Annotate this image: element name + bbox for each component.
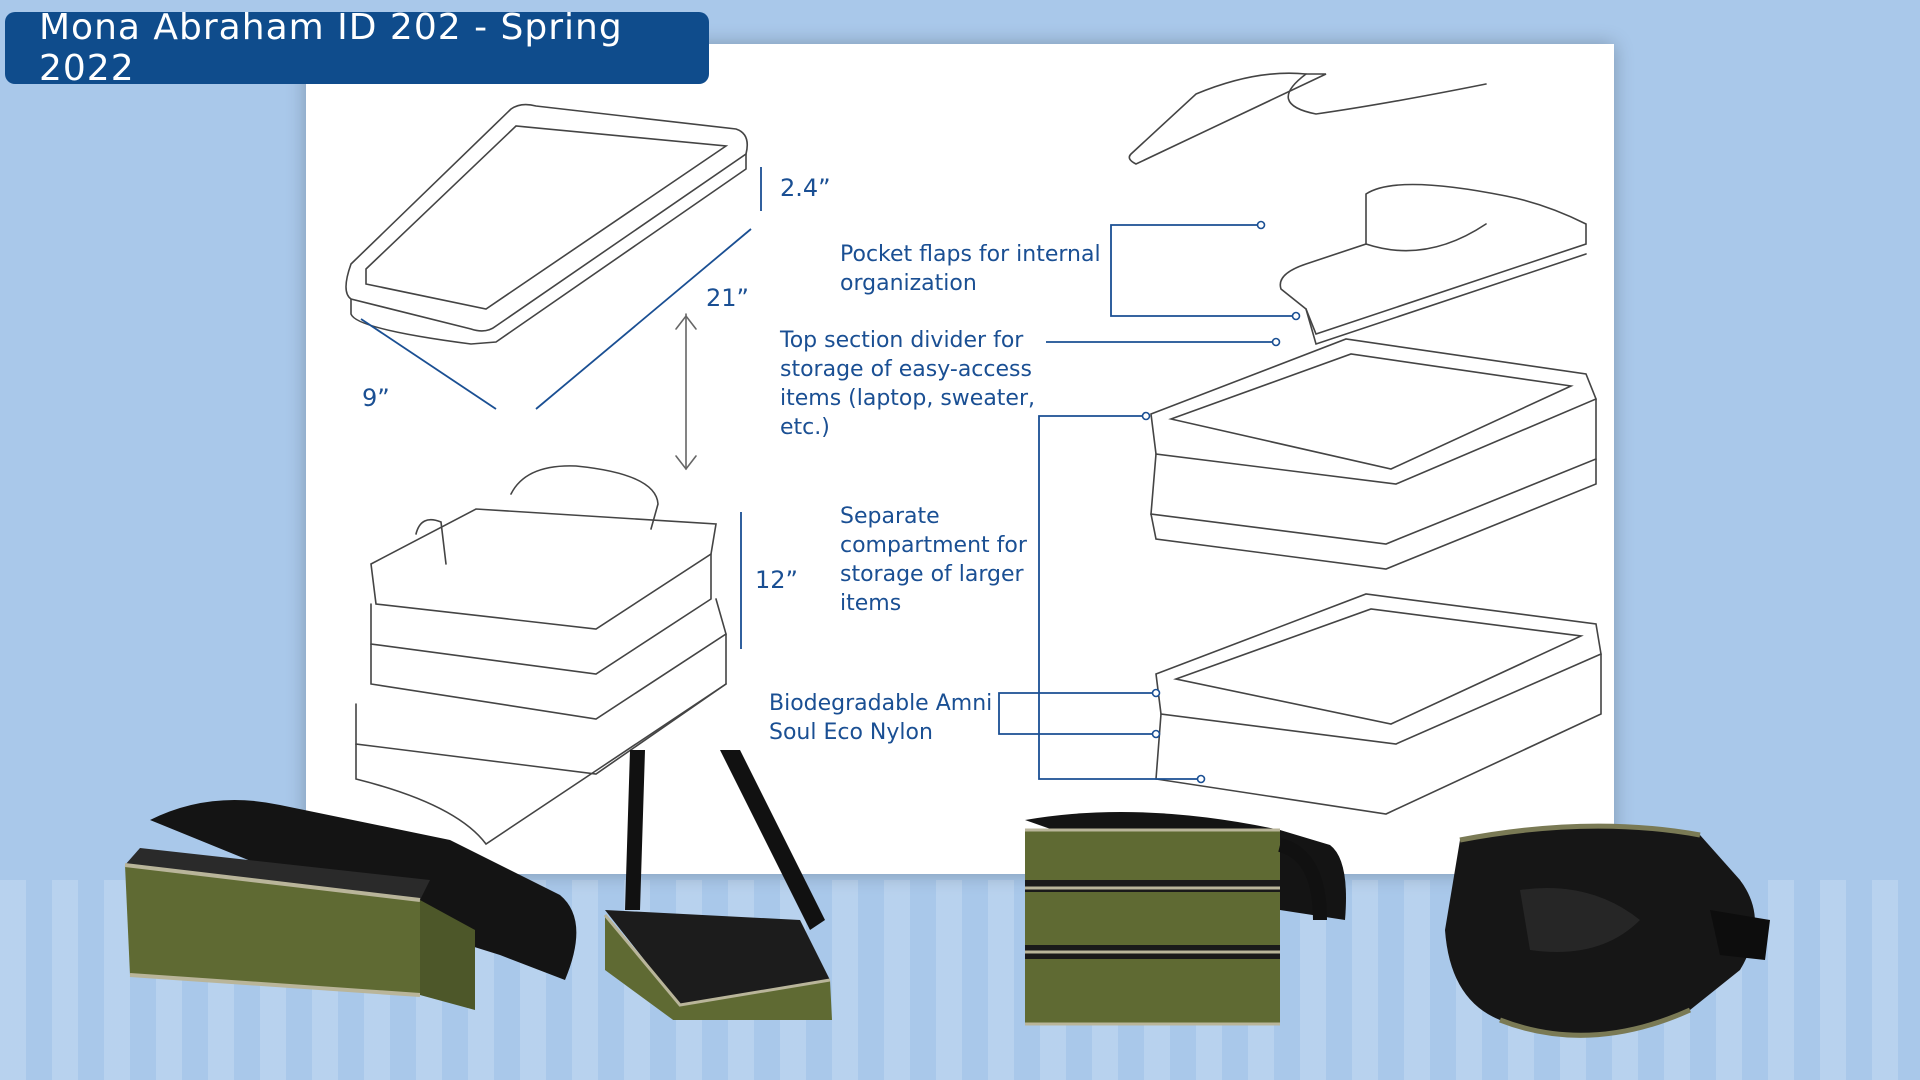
annotation-top-divider: Top section divider for storage of easy-… <box>780 328 1036 440</box>
dimension-height-top: 2.4” <box>780 174 831 202</box>
sketch-sheet: 2.4” 21” 9” 12” Pocket flaps for interna… <box>306 44 1614 874</box>
annotation-separate-compartment: Separate compartment for storage of larg… <box>840 504 1027 616</box>
prototype-photo-4 <box>1445 823 1770 1038</box>
prototype-photo-2 <box>603 750 832 1020</box>
dimension-length: 21” <box>706 284 749 312</box>
prototype-photo-1 <box>124 800 577 1010</box>
dimension-width: 9” <box>362 384 390 412</box>
annotation-pocket-flaps: Pocket flaps for internal organization <box>840 242 1101 296</box>
prototype-photo-3 <box>1025 812 1346 1026</box>
annotation-material: Biodegradable Amni Soul Eco Nylon <box>769 691 993 745</box>
dimension-height-full: 12” <box>755 566 798 594</box>
sketch-drawings <box>345 72 1602 846</box>
page-title: Mona Abraham ID 202 - Spring 2022 <box>5 7 709 89</box>
